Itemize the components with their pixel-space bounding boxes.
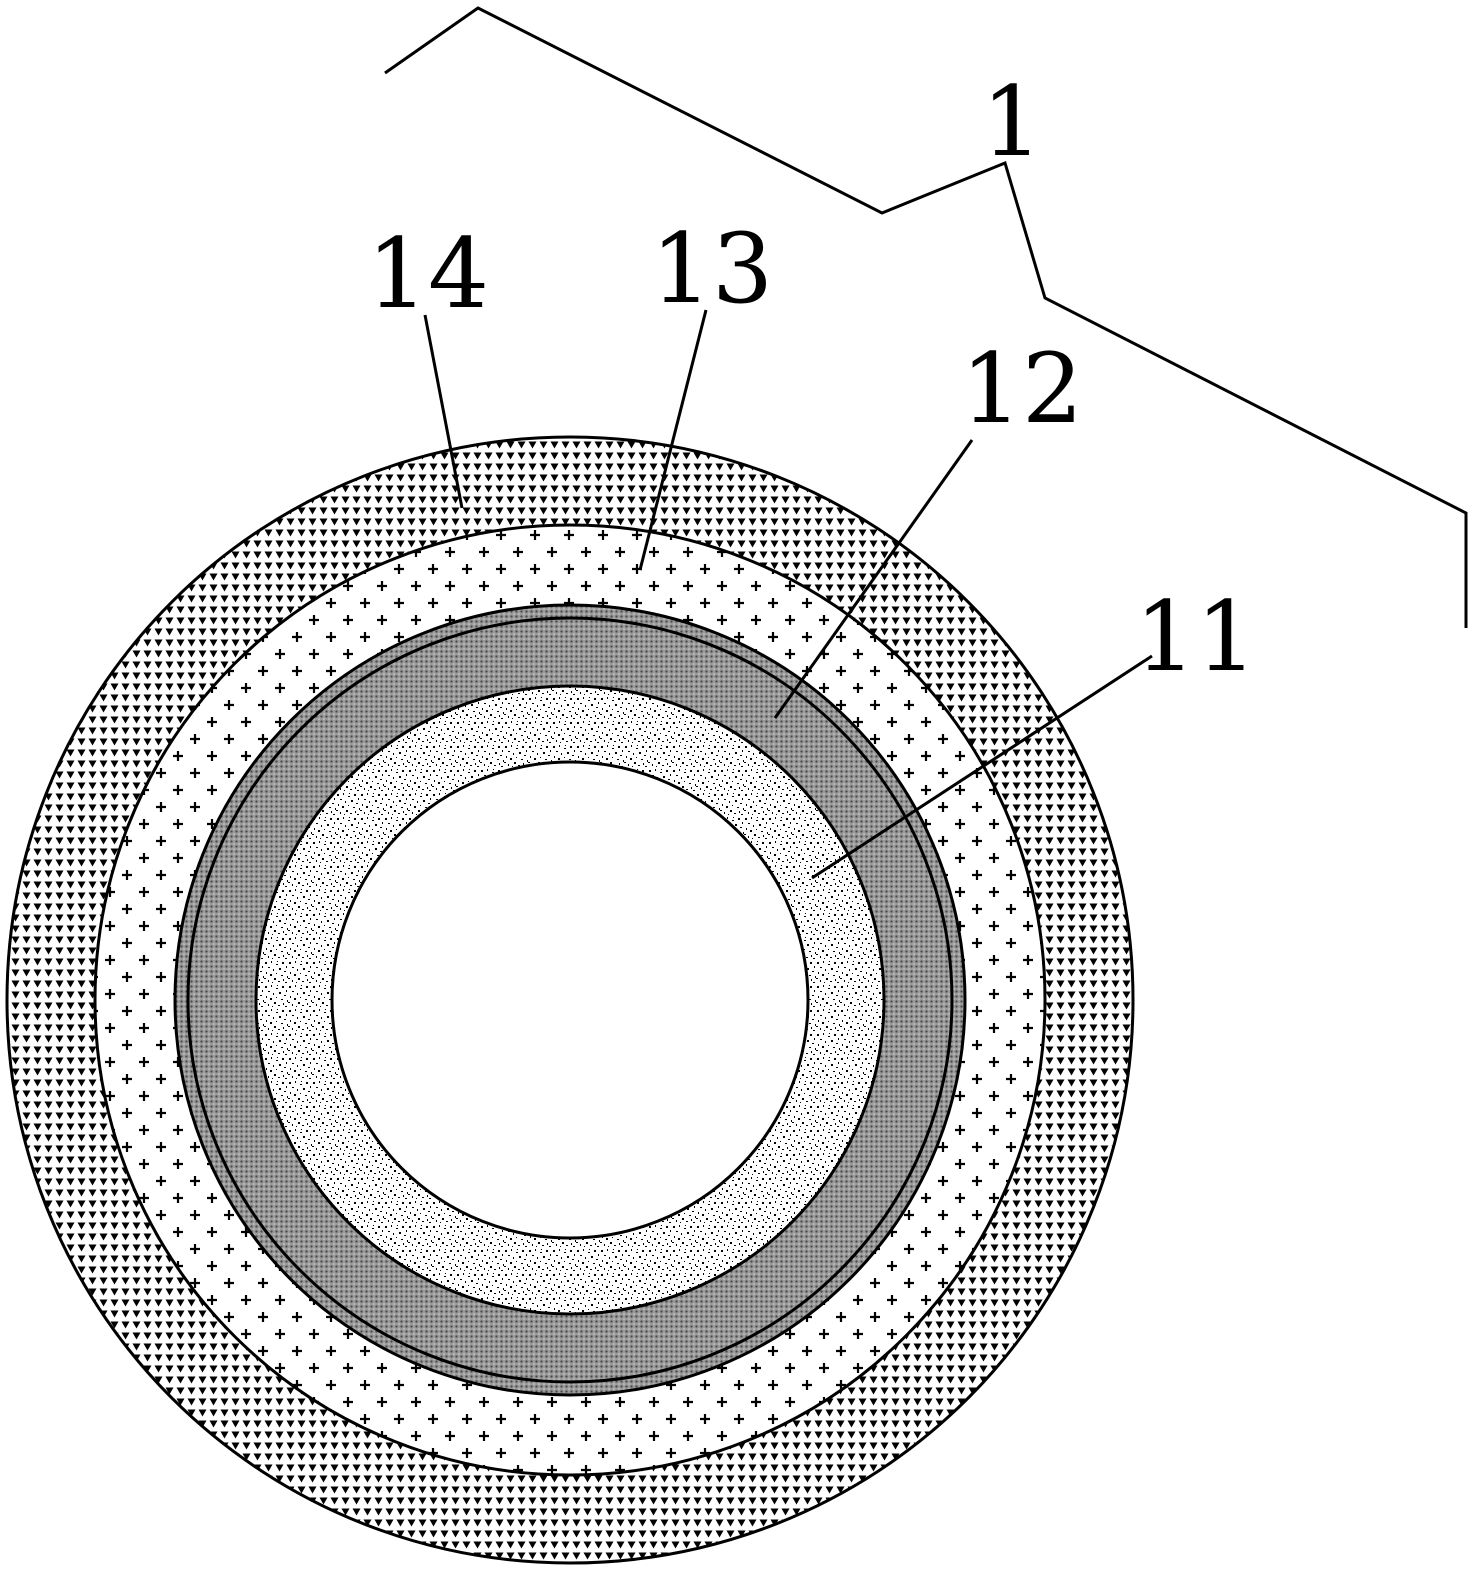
- label-layer-13: 13: [651, 213, 773, 325]
- leader-line-13: [638, 309, 708, 571]
- assembly-bracket: [384, 6, 1468, 628]
- label-assembly-1: 1: [981, 66, 1042, 178]
- leader-line-14: [423, 314, 464, 509]
- tube-bore: [330, 760, 810, 1240]
- label-layer-11: 11: [1135, 581, 1257, 693]
- label-layer-14: 14: [367, 218, 489, 330]
- layer-12-inner-band: [186, 616, 954, 1384]
- leader-line-11: [811, 654, 1153, 880]
- label-layer-12: 12: [961, 333, 1083, 445]
- leader-line-12: [773, 439, 974, 719]
